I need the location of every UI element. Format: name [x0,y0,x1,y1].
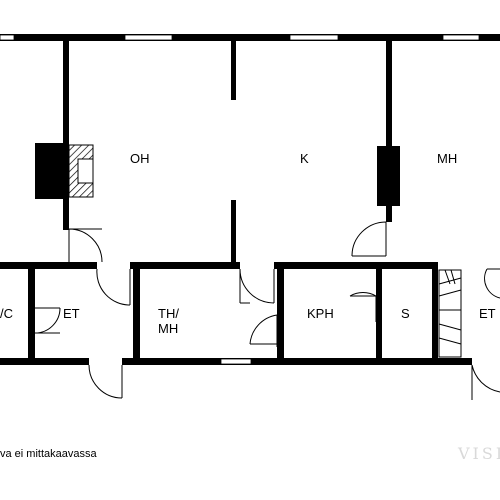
door-exit [88,364,123,399]
wall-s-et [432,262,438,358]
window-bottom-1 [220,358,252,365]
wall-et-th [133,262,140,358]
doors [34,221,500,400]
door-openings [63,222,500,365]
room-label-wc: /C [0,306,13,321]
wall-wc-et [28,262,35,358]
wall-kph-s [376,262,382,358]
wall-k-mh [386,34,392,222]
room-label-et-right: ET [479,306,496,321]
window-top-1 [0,34,15,41]
window-top-2 [124,34,173,41]
door-mh [351,221,387,257]
door-right [471,364,500,400]
room-label-kph: KPH [307,306,334,321]
window-top-4 [442,34,480,41]
wall-oh-left [63,34,69,230]
window-top-3 [289,34,339,41]
door-oh [68,228,103,263]
door-kph [349,292,377,322]
scale-note: va ei mittakaavassa [0,448,97,460]
top-exterior-wall [0,34,500,41]
room-label-oh: OH [130,151,150,166]
watermark: VISIO [458,444,500,463]
fireplace [68,144,94,198]
door-th-right [249,314,278,347]
door-et-left [96,268,131,306]
room-label-th-mh: TH/ MH [158,306,179,336]
room-label-et-left: ET [63,306,80,321]
staircase [438,269,462,358]
door-et-left-side [34,307,61,334]
room-label-mh: MH [437,151,458,166]
room-label-s: S [401,306,410,321]
door-et-right [484,268,500,299]
wall-oh-k-lower [231,200,236,262]
room-label-k: K [300,151,309,166]
door-th-top [239,268,275,304]
mh-chimney [377,146,400,206]
chimney-block [35,143,64,199]
wall-th-kph [277,262,284,358]
wall-oh-k-upper [231,34,236,100]
windows [0,34,480,365]
